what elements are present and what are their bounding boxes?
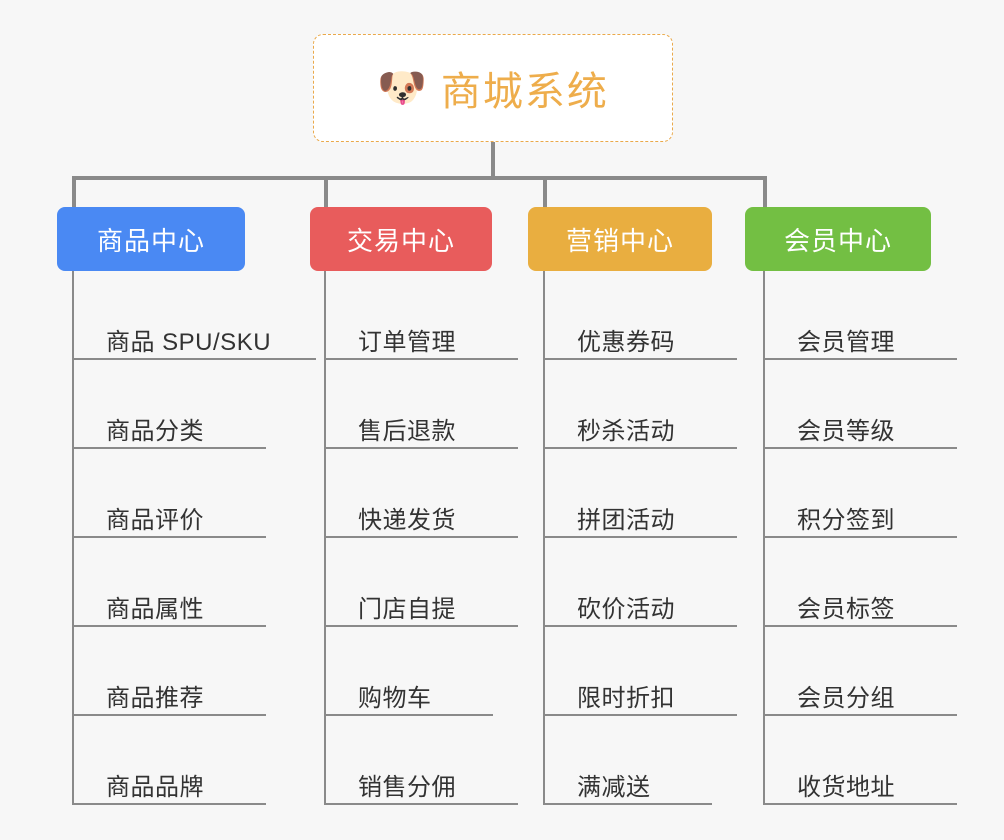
leaf-node-label: 秒杀活动	[577, 418, 675, 445]
leaf-underline	[72, 447, 266, 449]
leaf-node[interactable]: 会员等级	[763, 360, 957, 449]
category-node-product-center[interactable]: 商品中心	[57, 207, 245, 271]
leaf-node-label: 会员管理	[797, 329, 895, 356]
category-node-member-center[interactable]: 会员中心	[745, 207, 931, 271]
category-node-label: 商品中心	[96, 225, 205, 256]
leaf-underline	[543, 358, 737, 360]
leaf-underline	[543, 625, 737, 627]
leaf-underline	[324, 803, 518, 805]
leaf-node-label: 会员等级	[797, 418, 895, 445]
leaf-node-label: 订单管理	[358, 329, 456, 356]
leaf-node-label: 快递发货	[358, 507, 456, 534]
leaf-underline	[324, 714, 493, 716]
branch-stem-connector-product-center	[72, 176, 76, 207]
root-stem-connector	[491, 142, 495, 180]
leaf-node-label: 商品品牌	[106, 774, 204, 801]
leaf-underline	[543, 803, 712, 805]
branch-spine-trade-center	[324, 271, 326, 805]
leaf-node[interactable]: 商品推荐	[72, 627, 266, 716]
category-node-trade-center[interactable]: 交易中心	[310, 207, 492, 271]
root-node-title: 商城系统	[440, 70, 609, 114]
leaf-node-label: 销售分佣	[358, 774, 456, 801]
leaf-underline	[72, 358, 316, 360]
leaf-node[interactable]: 会员管理	[763, 271, 957, 360]
leaf-underline	[72, 803, 266, 805]
leaf-node[interactable]: 优惠券码	[543, 271, 737, 360]
branch-stem-connector-member-center	[763, 176, 767, 207]
category-node-label: 会员中心	[783, 225, 892, 256]
leaf-node-label: 拼团活动	[577, 507, 675, 534]
horizontal-bus-connector	[72, 176, 767, 180]
leaf-underline	[543, 447, 737, 449]
leaf-node[interactable]: 会员分组	[763, 627, 957, 716]
category-node-marketing-center[interactable]: 营销中心	[528, 207, 712, 271]
leaf-underline	[763, 358, 957, 360]
leaf-node-label: 满减送	[577, 774, 651, 801]
leaf-node[interactable]: 积分签到	[763, 449, 957, 538]
leaf-underline	[543, 536, 737, 538]
branch-stem-connector-marketing-center	[543, 176, 547, 207]
leaf-node-label: 积分签到	[797, 507, 895, 534]
leaf-underline	[763, 625, 957, 627]
leaf-underline	[763, 447, 957, 449]
leaf-underline	[324, 358, 518, 360]
leaf-node[interactable]: 会员标签	[763, 538, 957, 627]
branch-stem-connector-trade-center	[324, 176, 328, 207]
leaf-node-label: 商品属性	[106, 596, 204, 623]
leaf-node[interactable]: 秒杀活动	[543, 360, 737, 449]
leaf-node[interactable]: 快递发货	[324, 449, 518, 538]
leaf-node[interactable]: 满减送	[543, 716, 712, 805]
category-node-label: 营销中心	[565, 225, 674, 256]
leaf-node[interactable]: 限时折扣	[543, 627, 737, 716]
leaf-node[interactable]: 购物车	[324, 627, 493, 716]
leaf-node[interactable]: 售后退款	[324, 360, 518, 449]
leaf-underline	[72, 536, 266, 538]
leaf-underline	[324, 447, 518, 449]
leaf-node-label: 砍价活动	[577, 596, 675, 623]
leaf-node-label: 售后退款	[358, 418, 456, 445]
leaf-node[interactable]: 商品评价	[72, 449, 266, 538]
leaf-node[interactable]: 销售分佣	[324, 716, 518, 805]
root-node-商城系统[interactable]: 🐶 商城系统	[313, 34, 673, 142]
leaf-node-label: 商品分类	[106, 418, 204, 445]
leaf-underline	[72, 714, 266, 716]
leaf-underline	[324, 625, 518, 627]
leaf-node-label: 会员分组	[797, 685, 895, 712]
leaf-node[interactable]: 商品品牌	[72, 716, 266, 805]
branch-spine-member-center	[763, 271, 765, 805]
leaf-node-label: 收货地址	[797, 774, 895, 801]
leaf-underline	[324, 536, 518, 538]
category-node-label: 交易中心	[346, 225, 455, 256]
branch-spine-product-center	[72, 271, 74, 805]
leaf-node-label: 优惠券码	[577, 329, 675, 356]
leaf-underline	[763, 714, 957, 716]
leaf-underline	[763, 536, 957, 538]
leaf-underline	[72, 625, 266, 627]
leaf-node[interactable]: 砍价活动	[543, 538, 737, 627]
leaf-node[interactable]: 商品分类	[72, 360, 266, 449]
shiba-dog-face-icon: 🐶	[377, 66, 427, 110]
leaf-underline	[543, 714, 737, 716]
leaf-node-label: 门店自提	[358, 596, 456, 623]
leaf-node-label: 商品推荐	[106, 685, 204, 712]
leaf-node[interactable]: 订单管理	[324, 271, 518, 360]
leaf-node[interactable]: 商品属性	[72, 538, 266, 627]
leaf-node[interactable]: 门店自提	[324, 538, 518, 627]
leaf-node-label: 商品 SPU/SKU	[106, 329, 272, 356]
leaf-node-label: 会员标签	[797, 596, 895, 623]
leaf-node[interactable]: 收货地址	[763, 716, 957, 805]
leaf-node-label: 购物车	[358, 685, 432, 712]
leaf-node-label: 限时折扣	[577, 685, 675, 712]
leaf-node[interactable]: 拼团活动	[543, 449, 737, 538]
leaf-node[interactable]: 商品 SPU/SKU	[72, 271, 316, 360]
leaf-node-label: 商品评价	[106, 507, 204, 534]
leaf-underline	[763, 803, 957, 805]
branch-spine-marketing-center	[543, 271, 545, 805]
